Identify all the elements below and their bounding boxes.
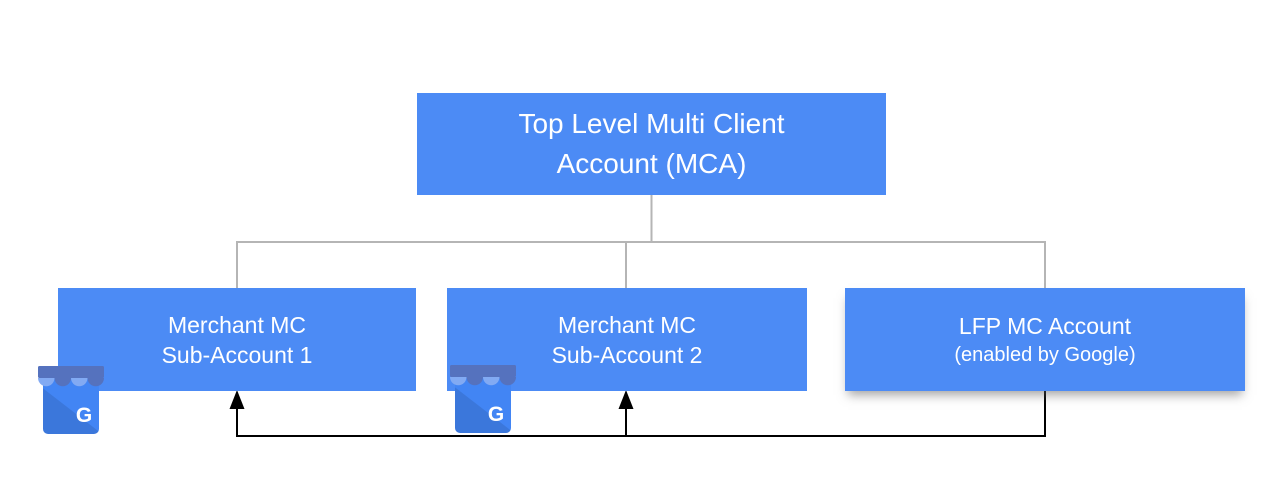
feedback-line-to-sub1 [236,391,1046,437]
node-sub1-line1: Merchant MC [167,311,307,338]
gmb-awning-scallop [54,378,71,387]
gmb-awning-band [38,366,104,378]
tree-connector-lines [236,195,1046,289]
node-sub2-line1: Merchant MC [557,311,697,338]
node-lfp-mc-account: LFP MC Account (enabled by Google) [845,288,1245,391]
arrowhead-sub2 [618,390,634,409]
gmb-awning-band [450,365,516,377]
node-sub2-line2: Sub-Account 2 [551,341,703,368]
node-top-level-mca: Top Level Multi Client Account (MCA) [417,93,886,195]
node-lfp-line1: LFP MC Account [958,312,1132,339]
gmb-awning-scallop [499,377,516,386]
arrowhead-sub1 [229,390,245,409]
feedback-arrow-lines [229,390,1046,437]
tree-rail [236,241,1046,289]
gmb-g-letter: G [76,404,92,427]
gmb-storefront-body [43,377,99,434]
node-top-level-mca-line2: Account (MCA) [556,148,747,179]
gmb-body-shade [455,382,511,433]
google-my-business-icon: G [38,366,104,434]
gmb-awning-scallop [71,378,88,387]
gmb-awning-scallop [450,377,467,386]
gmb-body-shade [43,383,99,434]
gmb-g-letter: G [488,403,504,426]
node-sub1-line2: Sub-Account 1 [161,341,313,368]
gmb-awning-scallop [38,378,55,387]
node-merchant-sub-account-1: Merchant MC Sub-Account 1 [58,288,416,391]
gmb-awning-scallop [483,377,500,386]
gmb-storefront-body [455,376,511,433]
node-lfp-line2: (enabled by Google) [954,343,1136,366]
google-my-business-icon: G [450,365,516,433]
gmb-awning-scallop [466,377,483,386]
gmb-awning-scallop [87,378,104,387]
node-top-level-mca-line1: Top Level Multi Client [518,108,785,139]
